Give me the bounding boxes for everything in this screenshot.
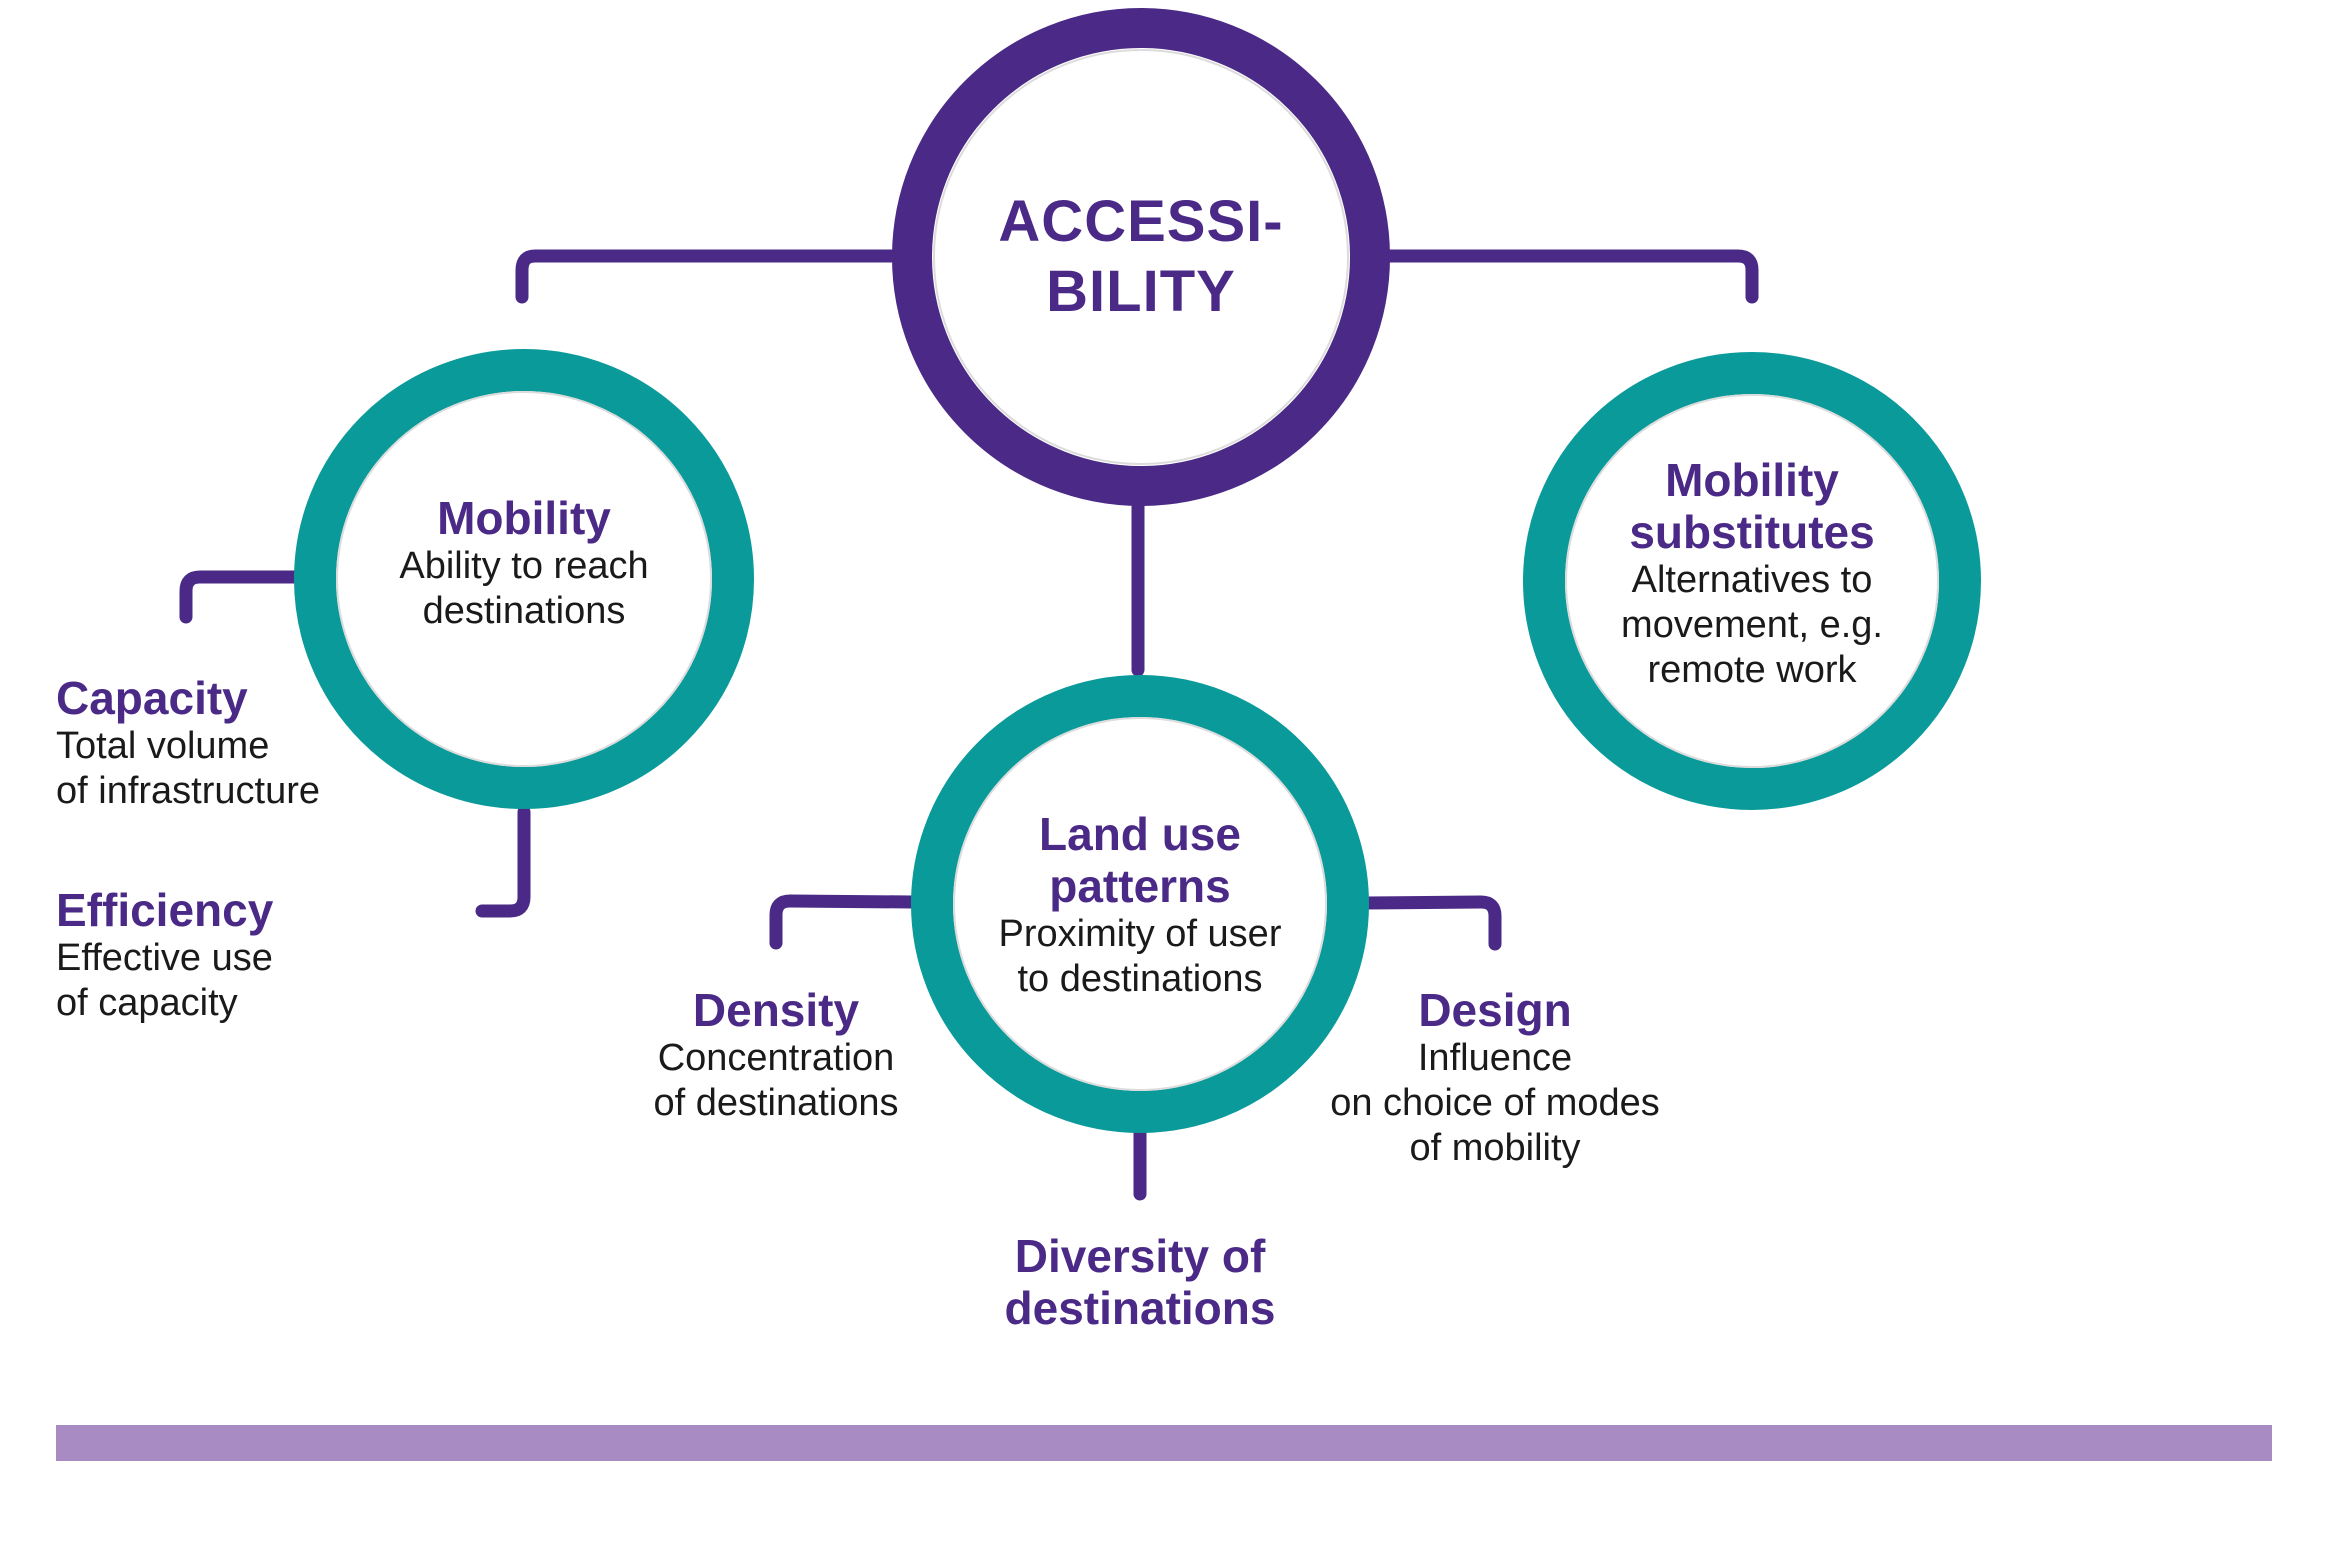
connector-land-use-to-density [769,894,919,950]
land-use-circle [911,675,1369,1133]
substitutes-desc-line3: remote work [1647,649,1857,691]
bottom-divider-bar [56,1425,2272,1461]
diversity-label: Diversity of destinations [940,1230,1340,1334]
connector-mobility-to-capacity [179,570,304,624]
mobility-label: Mobility Ability to reach destinations [344,492,704,634]
accessibility-title-line1: ACCESSI- [998,189,1284,254]
diversity-title-line1: Diversity of [1014,1230,1266,1282]
capacity-desc-line2: of infrastructure [56,770,320,812]
design-desc-line3: of mobility [1409,1127,1581,1169]
land-use-title-line2: patterns [1049,860,1231,912]
mobility-title: Mobility [437,492,611,544]
connector-land-use-to-design [1359,895,1502,951]
substitutes-desc-line1: Alternatives to [1631,559,1873,601]
substitutes-title-line1: Mobility [1665,454,1839,506]
land-use-desc-line2: to destinations [1017,958,1263,1000]
connector-center-to-substitutes [1378,249,1759,304]
mobility-desc-line2: destinations [422,590,626,632]
connector-center-to-mobility [515,249,903,304]
density-title: Density [692,984,860,1036]
density-desc-line2: of destinations [653,1082,899,1124]
design-label: Design Influence on choice of modes of m… [1275,984,1715,1171]
substitutes-circle [1523,352,1981,810]
density-label: Density Concentration of destinations [596,984,956,1126]
density-desc-line1: Concentration [657,1037,895,1079]
accessibility-circle [892,8,1390,506]
substitutes-label: Mobility substitutes Alternatives to mov… [1572,454,1932,693]
efficiency-desc-line1: Effective use [56,937,273,979]
design-title: Design [1418,984,1572,1036]
substitutes-title-line2: substitutes [1629,506,1875,558]
capacity-title: Capacity [56,672,248,724]
land-use-title-line1: Land use [1039,808,1241,860]
efficiency-label: Efficiency Effective use of capacity [56,884,456,1026]
capacity-desc-line1: Total volume [56,725,270,767]
accessibility-title-line2: BILITY [1046,259,1236,324]
capacity-label: Capacity Total volume of infrastructure [56,672,456,814]
efficiency-title: Efficiency [56,884,274,936]
accessibility-label: ACCESSI- BILITY [941,187,1341,327]
substitutes-desc-line2: movement, e.g. [1621,604,1883,646]
design-desc-line1: Influence [1417,1037,1573,1079]
mobility-desc-line1: Ability to reach [399,545,649,587]
land-use-label: Land use patterns Proximity of user to d… [950,808,1330,1002]
efficiency-desc-line2: of capacity [56,982,238,1024]
design-desc-line2: on choice of modes [1330,1082,1660,1124]
connector-mobility-to-efficiency [475,805,531,918]
diversity-title-line2: destinations [1004,1282,1276,1334]
mobility-circle [294,349,754,809]
land-use-desc-line1: Proximity of user [998,913,1282,955]
